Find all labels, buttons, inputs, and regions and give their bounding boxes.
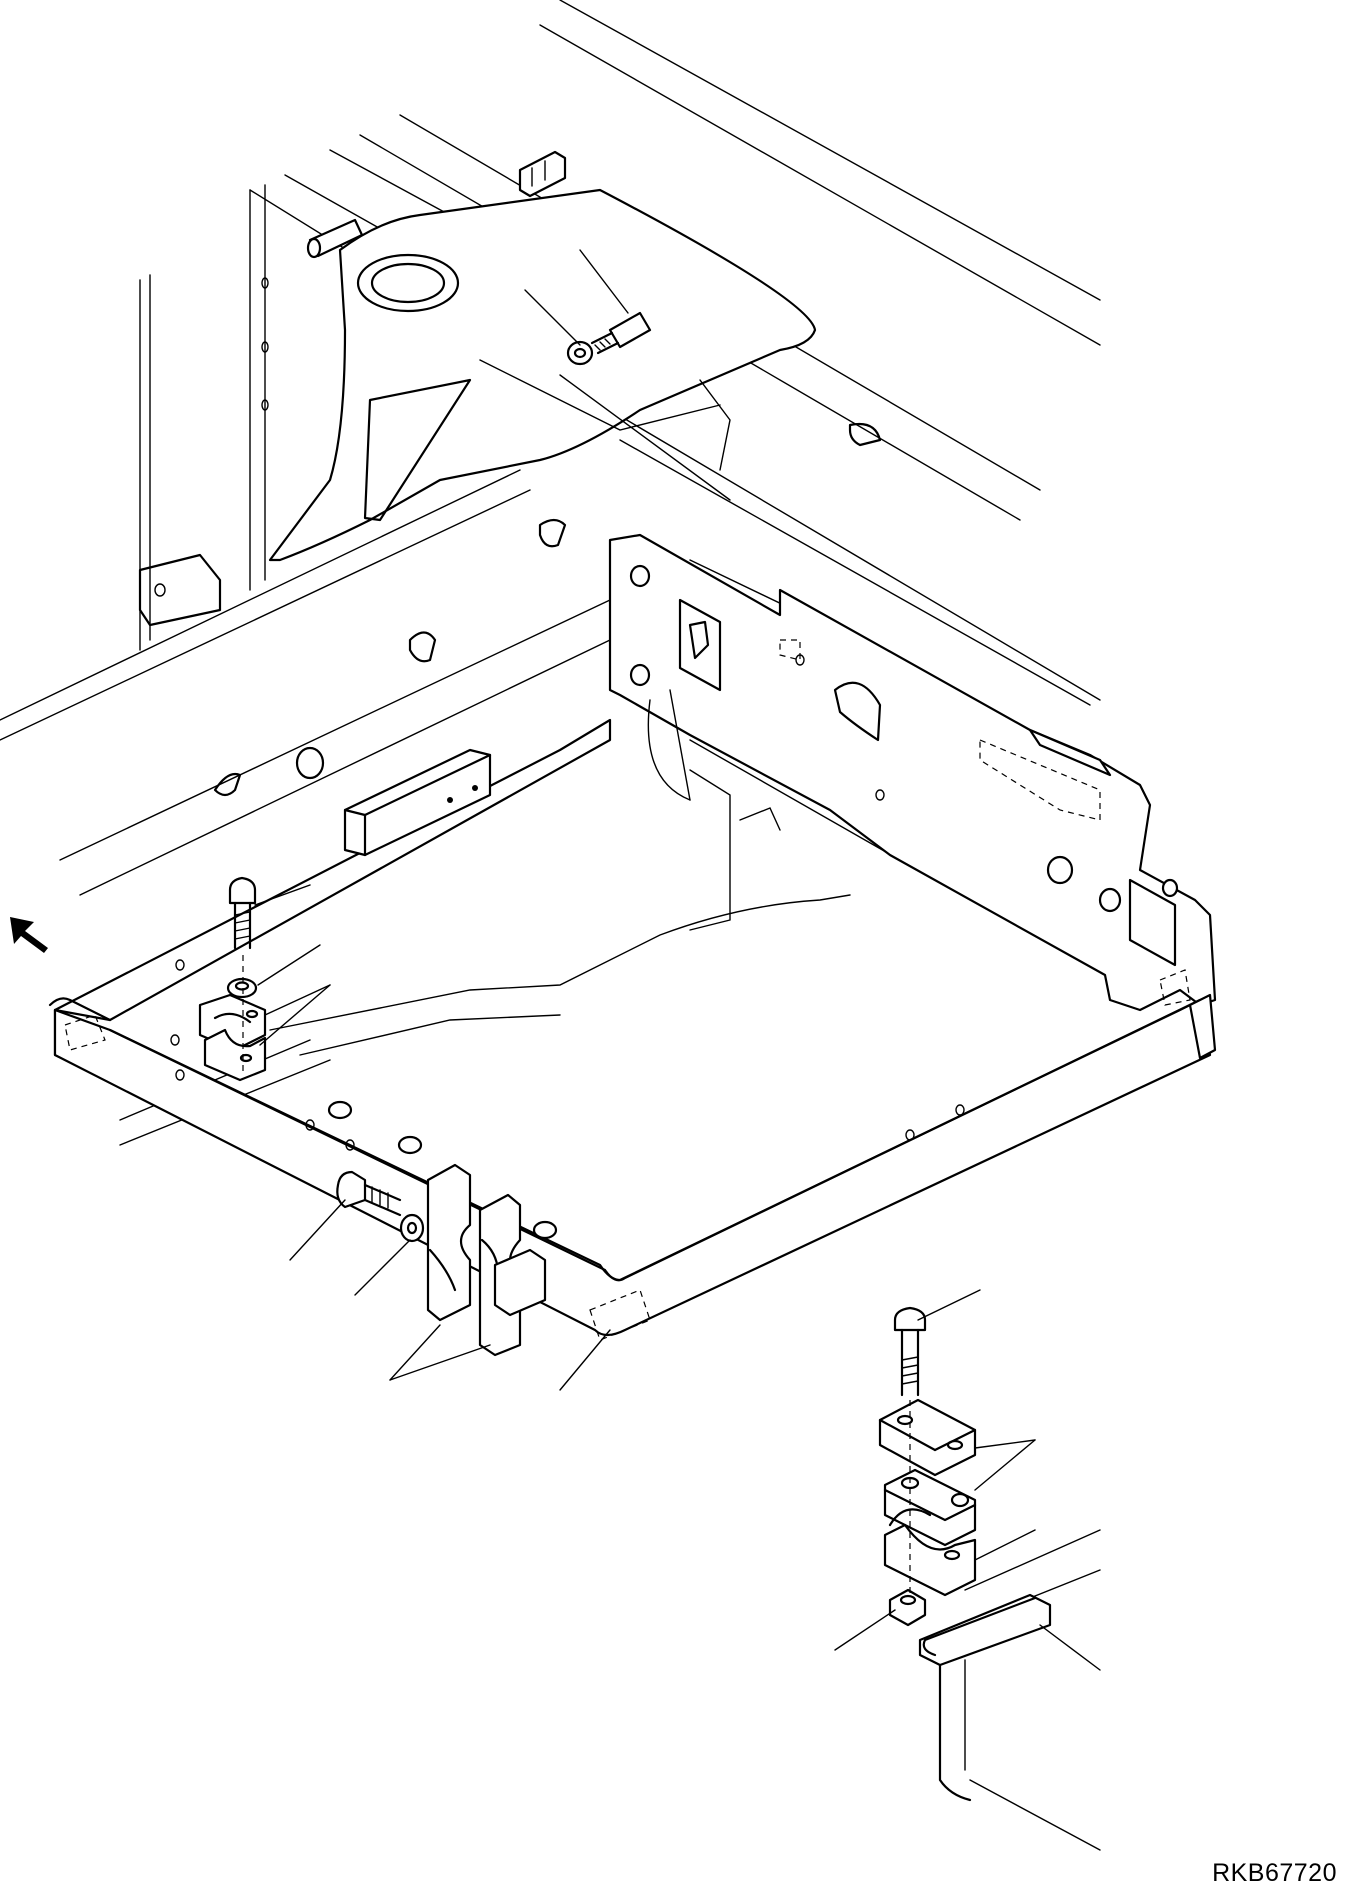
clamp-washer-left xyxy=(226,977,258,999)
detail-nut xyxy=(888,1588,927,1627)
frame-lugs xyxy=(138,422,882,797)
drawing-code-label: RKB67720 xyxy=(1212,1859,1337,1887)
detail-plate xyxy=(878,1398,977,1477)
detail-clamp-lower xyxy=(883,1523,977,1597)
leader-lines xyxy=(254,249,1036,1651)
battery-frame xyxy=(10,533,1217,1341)
clamp-lower-half-left xyxy=(203,1028,267,1082)
upper-washer xyxy=(566,340,594,366)
upper-bolt xyxy=(590,311,652,355)
frame-background-lines xyxy=(0,0,1101,1146)
upper-mount-bracket xyxy=(268,188,817,562)
front-clamp-half-1 xyxy=(426,1163,472,1322)
detail-bolt xyxy=(893,1306,927,1397)
frame-floor xyxy=(269,689,851,1056)
cross-bar xyxy=(343,748,492,857)
clamp-bolt-left xyxy=(228,876,257,950)
front-clamp-plate xyxy=(493,1248,547,1317)
front-washer xyxy=(399,1213,425,1243)
frame-holes xyxy=(154,277,269,597)
front-bolt xyxy=(336,1170,402,1217)
detail-rail xyxy=(918,1529,1101,1851)
top-connector-block xyxy=(518,150,567,198)
